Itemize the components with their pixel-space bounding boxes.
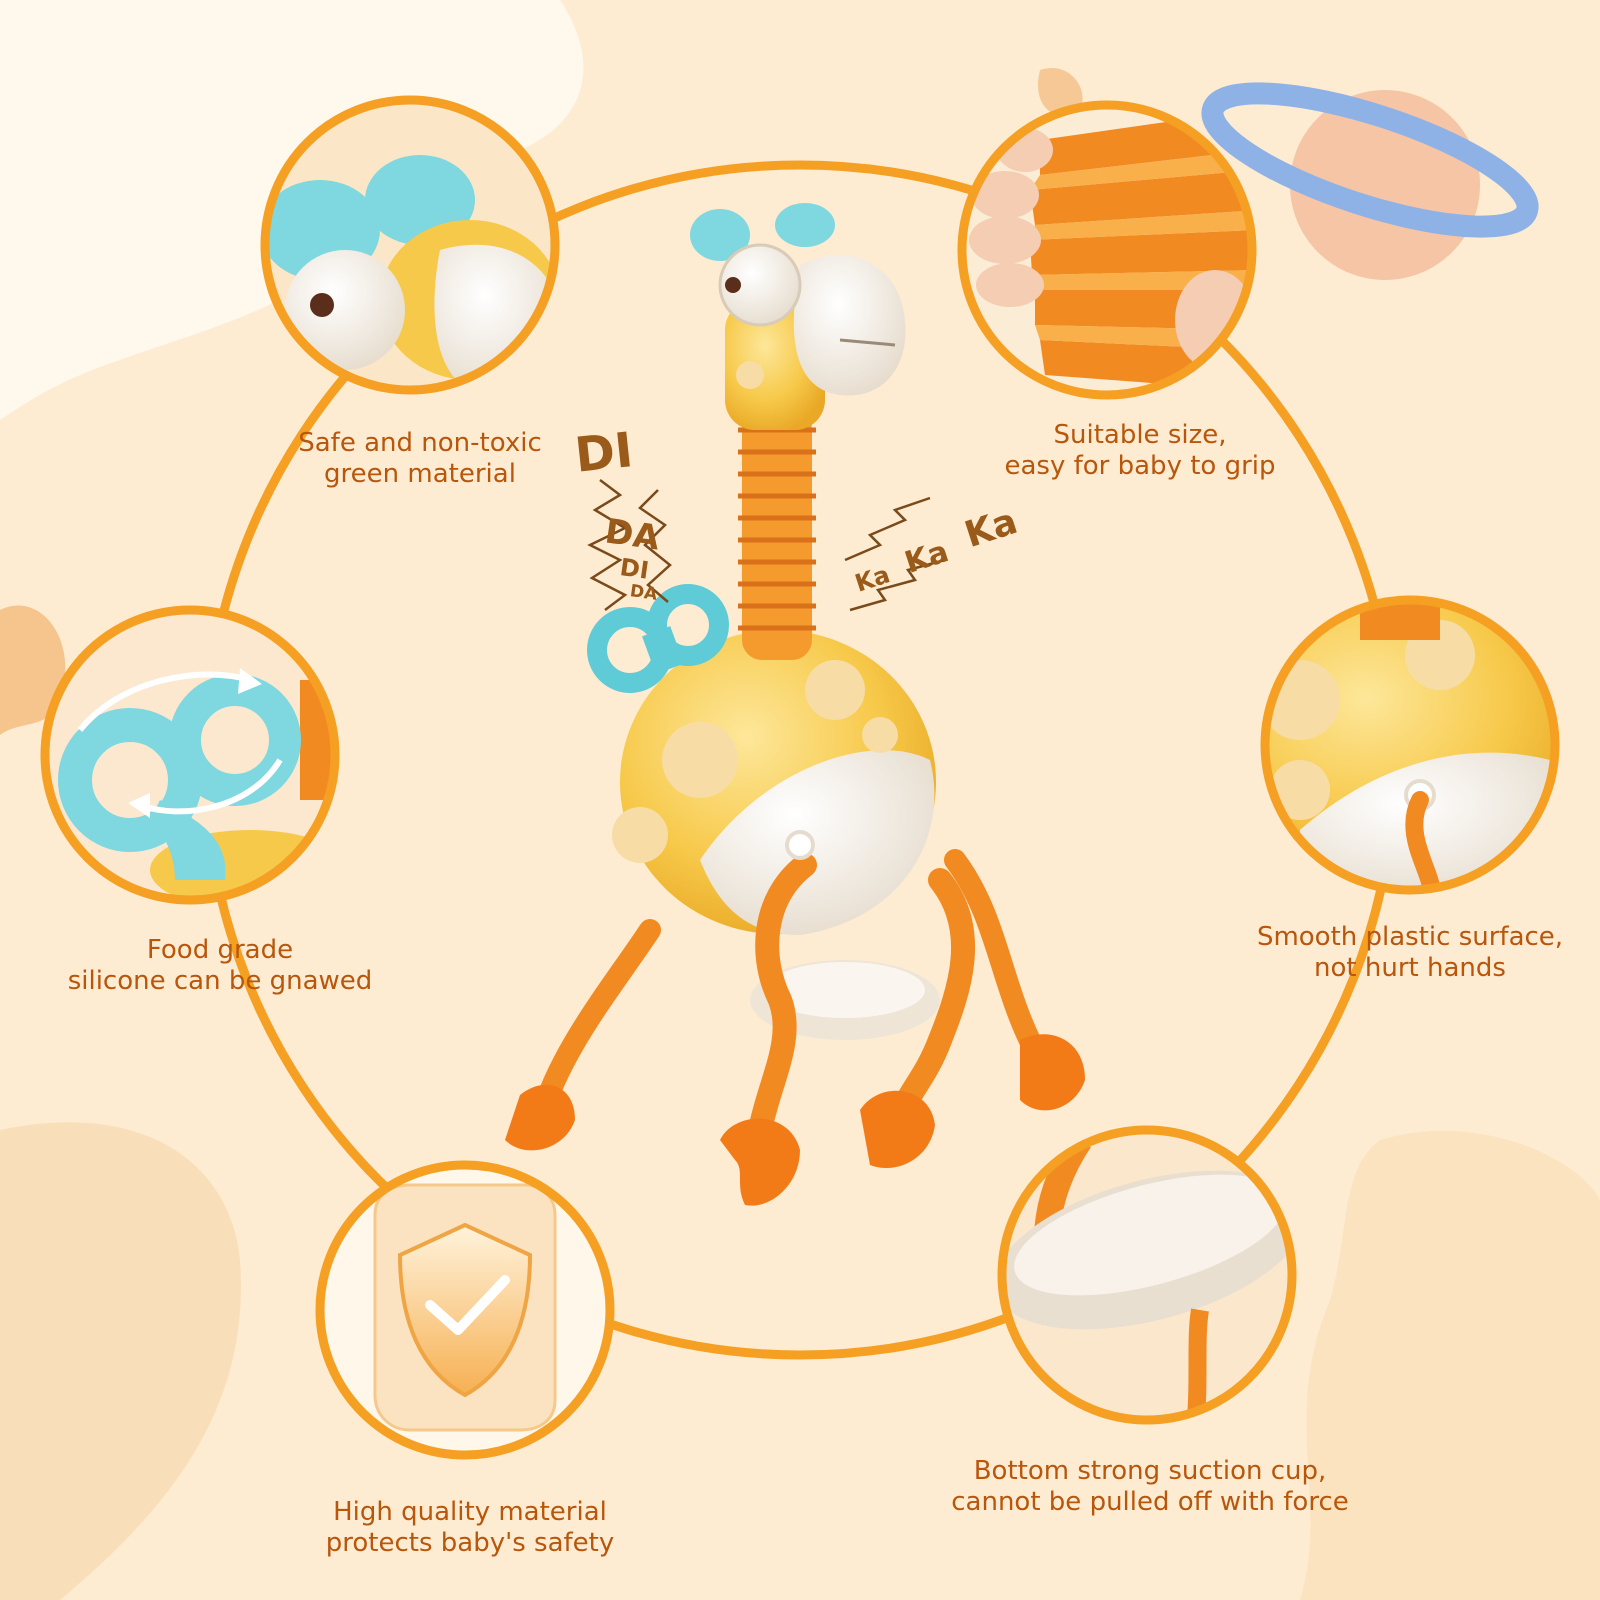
checkmark-icon: [425, 1275, 510, 1335]
caption-eyes: Safe and non-toxic green material: [250, 428, 590, 490]
feature-image-eyes: [260, 95, 560, 395]
planet-icon: [1201, 82, 1539, 280]
windup-key-icon: [587, 584, 729, 693]
sound-lines: [587, 479, 946, 612]
caption-shield: High quality material protects baby's sa…: [280, 1497, 660, 1559]
caption-shield-line1: High quality material: [333, 1497, 607, 1527]
feature-image-suction: [997, 1125, 1297, 1425]
caption-surface-line2: not hurt hands: [1314, 953, 1506, 983]
caption-surface: Smooth plastic surface, not hurt hands: [1230, 922, 1590, 984]
caption-suction-line2: cannot be pulled off with force: [951, 1487, 1349, 1517]
spring-neck: [738, 410, 816, 660]
shield-icon: [397, 1222, 533, 1398]
caption-surface-line1: Smooth plastic surface,: [1256, 922, 1564, 952]
caption-grip-line2: easy for baby to grip: [1004, 451, 1276, 481]
caption-eyes-line1: Safe and non-toxic: [298, 428, 542, 458]
feature-image-grip: [957, 100, 1257, 400]
caption-grip-line1: Suitable size,: [1053, 420, 1227, 450]
caption-key: Food grade silicone can be gnawed: [30, 935, 410, 997]
sound-di-small: DI: [618, 553, 651, 585]
feature-image-surface: [1260, 595, 1560, 895]
caption-key-line2: silicone can be gnawed: [67, 966, 373, 996]
caption-key-line1: Food grade: [146, 935, 294, 965]
caption-grip: Suitable size, easy for baby to grip: [950, 420, 1330, 482]
caption-shield-line2: protects baby's safety: [325, 1528, 615, 1558]
caption-suction: Bottom strong suction cup, cannot be pul…: [920, 1456, 1380, 1518]
sound-da-large: DA: [602, 511, 663, 559]
caption-eyes-line2: green material: [324, 459, 516, 489]
feature-image-shield: [315, 1160, 615, 1460]
giraffe-toy: [505, 203, 1085, 1206]
sound-da-small: DA: [628, 581, 659, 605]
feature-image-key: [40, 605, 340, 905]
caption-suction-line1: Bottom strong suction cup,: [973, 1456, 1327, 1486]
